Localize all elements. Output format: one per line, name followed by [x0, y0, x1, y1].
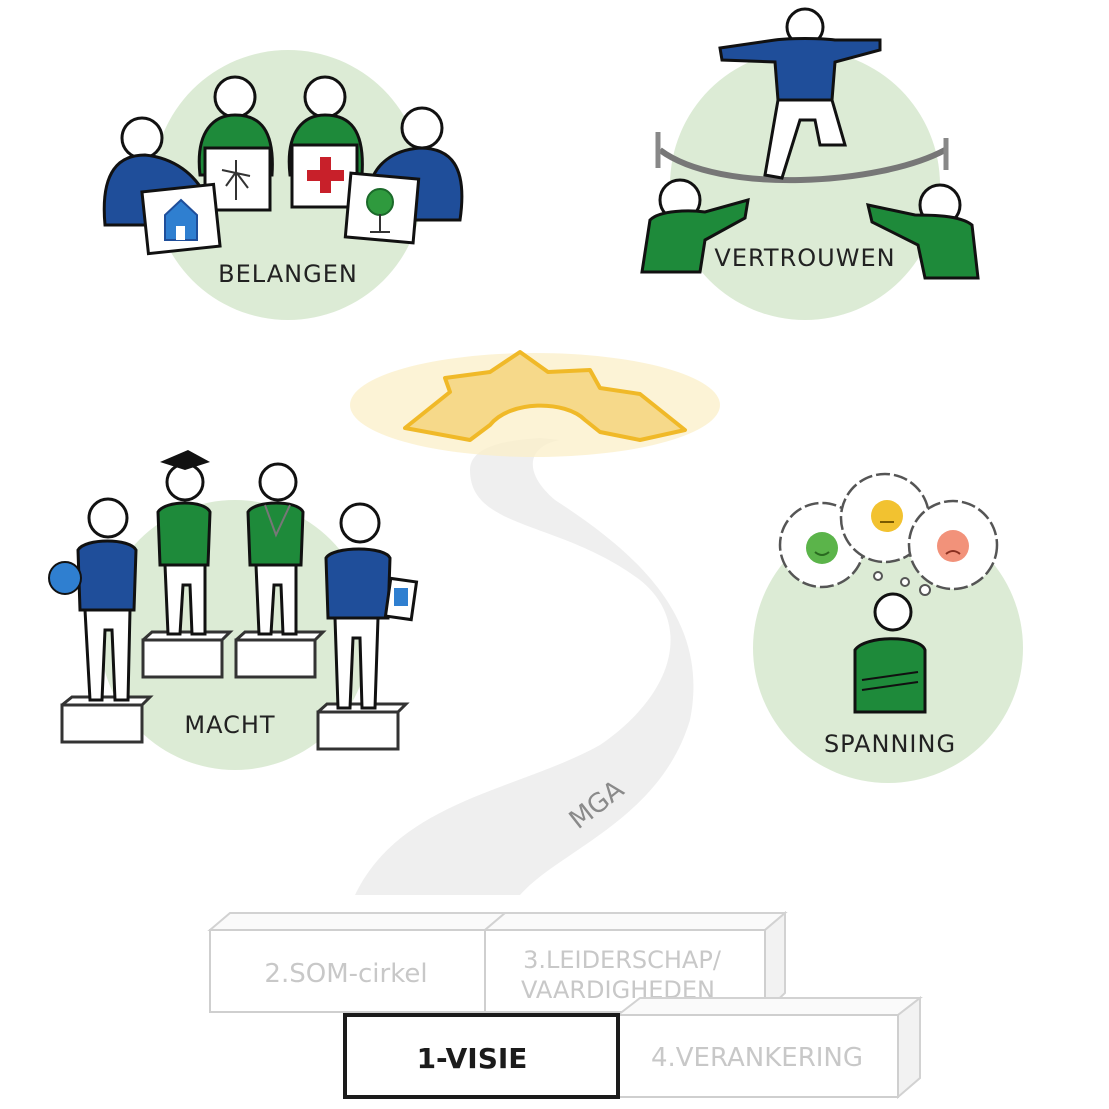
step-4-label: 4.VERANKERING	[651, 1043, 863, 1073]
sun-icon	[350, 352, 720, 457]
theme-belangen: BELANGEN	[104, 50, 462, 320]
belangen-label: BELANGEN	[218, 260, 358, 288]
theme-macht: MACHT	[49, 450, 417, 770]
step-3-label-line1: 3.LEIDERSCHAP/	[523, 946, 722, 974]
step-2-label: 2.SOM-cirkel	[264, 959, 427, 989]
road-path	[355, 438, 693, 895]
theme-vertrouwen: VERTROUWEN	[642, 9, 978, 320]
macht-label: MACHT	[184, 711, 275, 739]
step-1-label: 1-VISIE	[417, 1042, 528, 1075]
steps: 2.SOM-cirkel 3.LEIDERSCHAP/ VAARDIGHEDEN…	[210, 913, 920, 1097]
spanning-label: SPANNING	[824, 730, 956, 758]
theme-spanning: SPANNING	[753, 474, 1023, 783]
vertrouwen-label: VERTROUWEN	[714, 244, 895, 272]
